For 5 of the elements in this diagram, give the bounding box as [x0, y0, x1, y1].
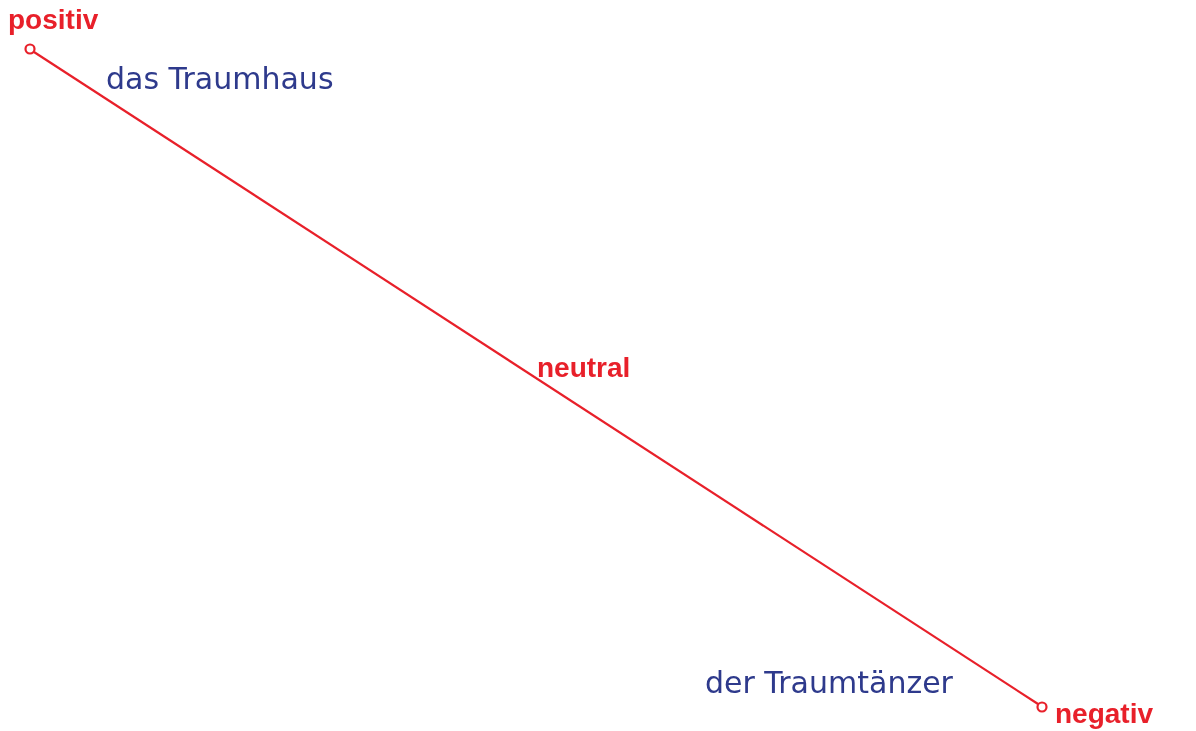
scale-end-label: negativ [1055, 700, 1154, 728]
example-word: der Traumtänzer [705, 668, 953, 698]
example-word: das Traumhaus [106, 64, 334, 94]
scale-midpoint-label: neutral [537, 354, 631, 382]
scale-end-label: positiv [8, 6, 99, 34]
